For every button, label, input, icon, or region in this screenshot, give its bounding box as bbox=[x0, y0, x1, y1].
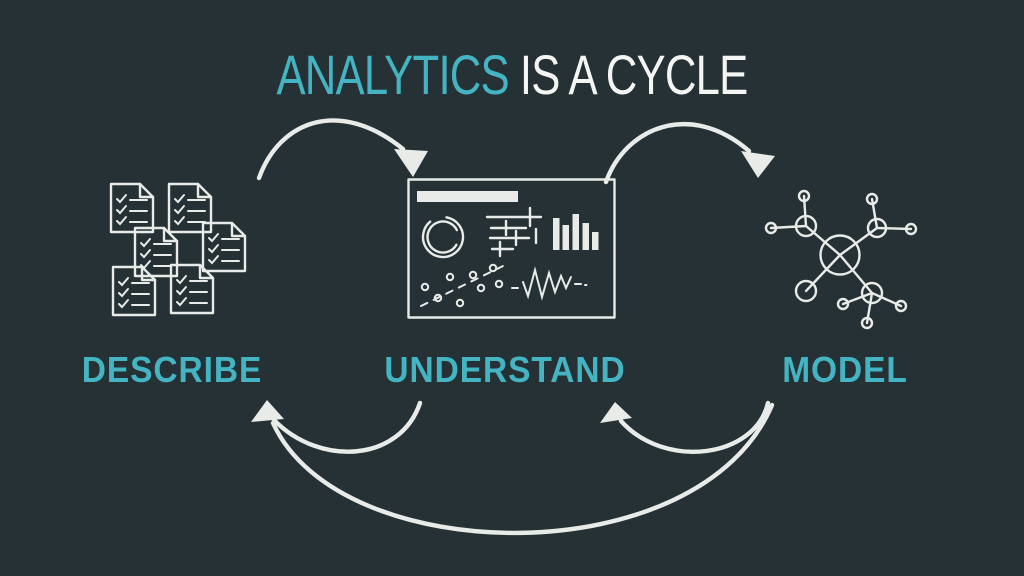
scatter-plot-icon bbox=[420, 263, 504, 308]
line-chart-icon bbox=[511, 266, 588, 301]
arrow-model-to-understand bbox=[600, 400, 771, 454]
dashboard-icon bbox=[407, 178, 616, 319]
donut-chart-icon bbox=[421, 215, 465, 259]
documents-icon bbox=[109, 182, 247, 317]
title-rest: IS A CYCLE bbox=[519, 43, 748, 106]
network-graph-icon bbox=[764, 189, 918, 330]
arrow-model-to-describe bbox=[270, 402, 775, 536]
arrow-describe-to-understand bbox=[256, 118, 428, 181]
stage-label-understand: UNDERSTAND bbox=[384, 349, 626, 390]
dashboard-titlebar bbox=[417, 191, 518, 202]
bar-chart-icon bbox=[553, 214, 599, 250]
slider-chart-icon bbox=[485, 206, 543, 258]
stage-label-model: MODEL bbox=[782, 349, 908, 390]
arrow-understand-to-model bbox=[603, 122, 775, 185]
stage-label-describe: DESCRIBE bbox=[81, 349, 263, 390]
document-icon bbox=[109, 182, 155, 234]
arrow-understand-to-describe bbox=[251, 400, 423, 454]
document-icon bbox=[201, 221, 247, 273]
document-icon bbox=[167, 182, 213, 234]
title-highlight: ANALYTICS bbox=[276, 43, 509, 106]
